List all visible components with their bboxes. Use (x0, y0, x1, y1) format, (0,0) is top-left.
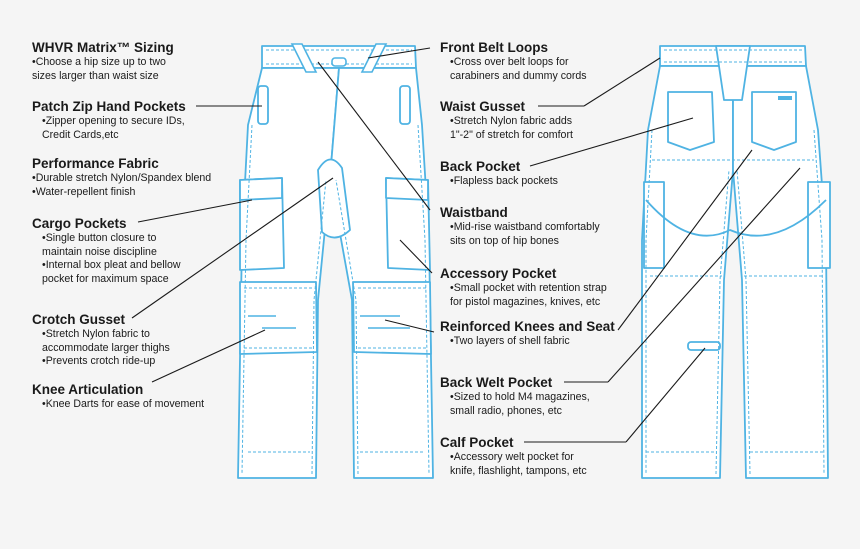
leader-calf-2 (625, 347, 706, 443)
annotation-line: •Knee Darts for ease of movement (42, 398, 205, 410)
annotation-title: Cargo Pockets (32, 216, 127, 231)
leader-accessory (399, 239, 433, 274)
annotation-title: Back Pocket (440, 159, 521, 174)
annotation-cargo: Cargo Pockets •Single button closure to … (32, 215, 181, 286)
leader-reinforced-2 (617, 149, 753, 331)
belt-loop-cross-right (360, 43, 388, 73)
annotation-title: Knee Articulation (32, 382, 144, 397)
back-cargo-right (807, 181, 831, 269)
annotation-title: Waistband (440, 205, 508, 220)
annotation-line: knife, flashlight, tampons, etc (450, 464, 587, 477)
annotation-line: 1"-2" of stretch for comfort (450, 128, 573, 141)
annotation-line: •Accessory welt pocket for (450, 451, 574, 463)
annotation-line: •Zipper opening to secure IDs, (42, 115, 185, 127)
annotation-accessory: Accessory Pocket •Small pocket with rete… (440, 265, 607, 309)
annotation-line: Credit Cards,etc (42, 128, 119, 141)
annotation-line: pocket for maximum space (42, 272, 169, 285)
front-left-leg (237, 67, 340, 479)
annotation-back-pocket: Back Pocket •Flapless back pockets (440, 158, 558, 189)
leader-crotch (131, 177, 334, 319)
leader-back-pocket (529, 117, 694, 167)
belt-loop-cross-left (290, 43, 318, 73)
annotation-waist-gusset: Waist Gusset •Stretch Nylon fabric adds … (440, 98, 573, 142)
annotation-title: WHVR Matrix™ Sizing (32, 40, 174, 55)
front-right-leg (329, 67, 434, 479)
leader-waist-gusset-2 (583, 57, 661, 107)
leader-cargo (137, 199, 253, 223)
annotation-line: •Flapless back pockets (450, 175, 558, 187)
front-button (331, 57, 347, 67)
annotation-line: •Mid-rise waistband comfortably (450, 221, 600, 233)
leader-waistband (317, 61, 431, 211)
annotation-title: Patch Zip Hand Pockets (32, 99, 186, 114)
knee-patch-right (352, 281, 432, 355)
knee-patch-left (239, 281, 318, 355)
zip-pocket-right (399, 85, 411, 125)
leader-back-welt-2 (607, 167, 801, 383)
back-pants-illustration (641, 45, 831, 479)
annotation-fabric: Performance Fabric •Durable stretch Nylo… (32, 155, 211, 199)
annotation-line: •Prevents crotch ride-up (42, 355, 156, 367)
annotation-line: •Internal box pleat and bellow (42, 259, 181, 271)
annotation-line: •Durable stretch Nylon/Spandex blend (32, 172, 212, 184)
annotation-title: Back Welt Pocket (440, 375, 553, 390)
annotation-back-welt: Back Welt Pocket •Sized to hold M4 magaz… (440, 374, 590, 418)
annotation-line: •Sized to hold M4 magazines, (450, 391, 590, 403)
annotation-sizing: WHVR Matrix™ Sizing •Choose a hip size u… (32, 39, 174, 83)
back-pocket-left (667, 91, 715, 151)
leader-knee (151, 329, 266, 383)
leader-reinforced (384, 319, 435, 333)
annotation-line: accommodate larger thighs (42, 341, 170, 354)
zip-pocket-left (257, 85, 269, 125)
annotation-line: •Stretch Nylon fabric to (42, 328, 150, 340)
annotation-line: •Stretch Nylon fabric adds (450, 115, 573, 127)
annotation-line: sizes larger than waist size (32, 69, 159, 82)
annotation-title: Accessory Pocket (440, 266, 557, 281)
front-pants-illustration (237, 45, 434, 479)
annotation-belt-loops: Front Belt Loops •Cross over belt loops … (440, 39, 587, 83)
annotation-line: for pistol magazines, knives, etc (450, 295, 601, 308)
annotation-title: Crotch Gusset (32, 312, 126, 327)
annotation-line: •Water-repellent finish (32, 185, 136, 198)
annotation-title: Waist Gusset (440, 99, 526, 114)
annotation-title: Calf Pocket (440, 435, 514, 450)
back-right-leg (732, 65, 829, 479)
annotation-line: small radio, phones, etc (450, 404, 562, 417)
annotation-reinforced: Reinforced Knees and Seat •Two layers of… (440, 318, 615, 349)
annotation-crotch: Crotch Gusset •Stretch Nylon fabric to a… (32, 311, 170, 369)
annotation-line: sits on top of hip bones (450, 234, 559, 247)
seat-reinforcement (645, 199, 827, 237)
annotation-knee: Knee Articulation •Knee Darts for ease o… (32, 381, 204, 412)
annotation-title: Front Belt Loops (440, 40, 548, 55)
annotation-line: •Cross over belt loops for (450, 56, 569, 68)
annotation-title: Performance Fabric (32, 156, 159, 171)
annotation-line: •Small pocket with retention strap (450, 282, 607, 294)
annotation-title: Reinforced Knees and Seat (440, 319, 615, 334)
waist-gusset-panel (715, 45, 751, 101)
annotation-line: •Two layers of shell fabric (450, 335, 570, 347)
annotation-line: •Single button closure to (42, 232, 157, 244)
annotation-calf: Calf Pocket •Accessory welt pocket for k… (440, 434, 587, 478)
annotation-line: carabiners and dummy cords (450, 69, 587, 82)
annotation-waistband: Waistband •Mid-rise waistband comfortabl… (440, 204, 600, 248)
annotation-line: •Choose a hip size up to two (32, 56, 166, 68)
back-pocket-right (751, 91, 797, 151)
leader-belt-loops (367, 47, 431, 59)
annotation-patch-zip: Patch Zip Hand Pockets •Zipper opening t… (32, 98, 186, 142)
annotation-line: maintain noise discipline (42, 245, 157, 258)
back-brand-label (778, 96, 792, 100)
